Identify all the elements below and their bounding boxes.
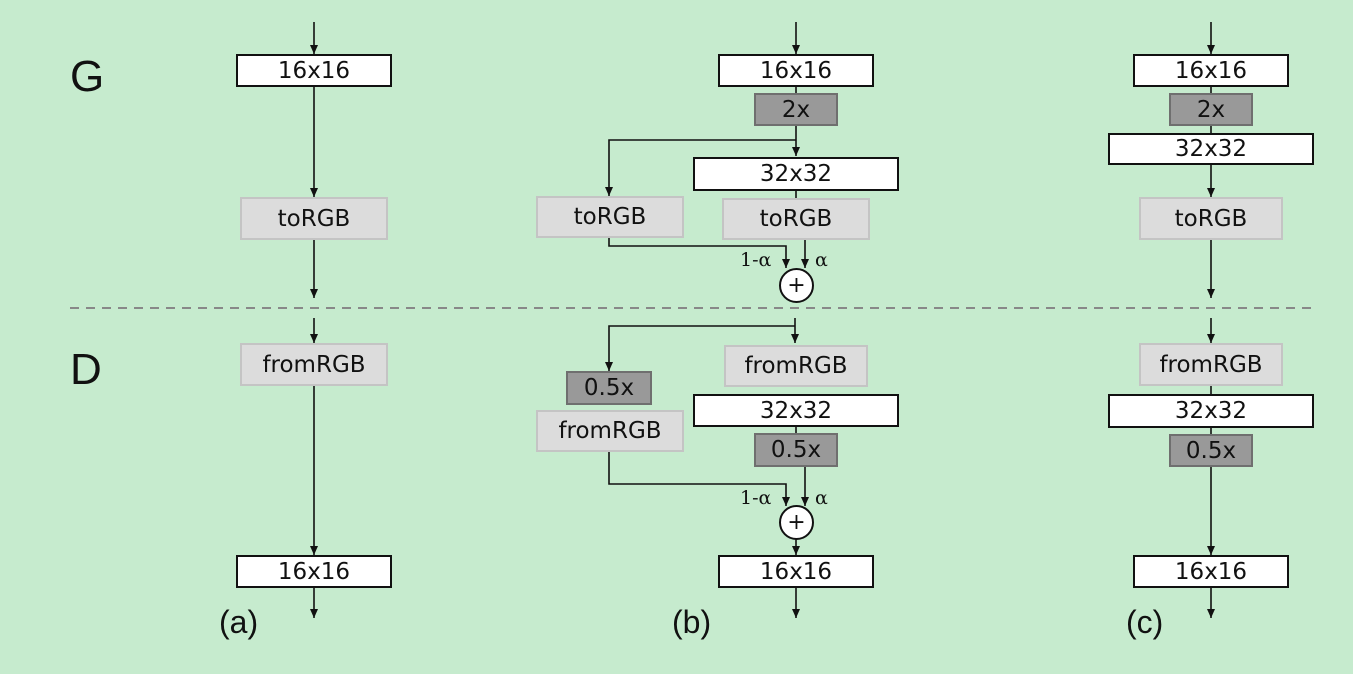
b-d-old-fromrgb-block: fromRGB <box>536 410 684 452</box>
caption-c: (c) <box>1126 604 1164 640</box>
b-g-16x16-block: 16x16 <box>718 54 874 87</box>
b-g-skip-branch <box>605 139 796 196</box>
b-d-skip-branch <box>605 325 795 371</box>
b-d-old-fromrgb-to-add <box>608 452 790 506</box>
c-d-16x16-block: 16x16 <box>1133 555 1289 588</box>
b-g-32x32-block: 32x32 <box>693 157 899 191</box>
b-d-16x16-block: 16x16 <box>718 555 874 588</box>
a-g-16x16-block: 16x16 <box>236 54 392 87</box>
b-d-new-fromrgb-block: fromRGB <box>724 345 868 387</box>
discriminator-label: D <box>70 345 102 394</box>
b-d-new-weight-label: α <box>815 487 828 509</box>
c-g-upsample-block: 2x <box>1169 93 1253 126</box>
c-d-32x32-block: 32x32 <box>1108 394 1314 428</box>
b-g-old-torgb-block: toRGB <box>536 196 684 238</box>
b-g-add-operator: + <box>779 268 814 303</box>
a-d-fromrgb-block: fromRGB <box>240 343 388 386</box>
b-d-skip-downsample-block: 0.5x <box>566 371 652 405</box>
b-g-upsample-block: 2x <box>754 93 838 126</box>
caption-b: (b) <box>672 604 712 640</box>
b-d-32x32-block: 32x32 <box>693 394 899 427</box>
a-d-16x16-block: 16x16 <box>236 555 392 588</box>
b-d-downsample-block: 0.5x <box>754 433 838 467</box>
c-g-32x32-block: 32x32 <box>1108 133 1314 165</box>
b-d-add-operator: + <box>779 505 814 540</box>
generator-label: G <box>70 52 105 101</box>
c-g-torgb-block: toRGB <box>1139 197 1283 240</box>
c-d-fromrgb-block: fromRGB <box>1139 343 1283 386</box>
b-g-old-weight-label: 1-α <box>740 249 772 271</box>
c-g-16x16-block: 16x16 <box>1133 54 1289 87</box>
b-g-old-torgb-to-add <box>608 238 790 268</box>
caption-a: (a) <box>219 604 259 640</box>
b-d-old-weight-label: 1-α <box>740 487 772 509</box>
c-d-downsample-block: 0.5x <box>1169 434 1253 467</box>
a-g-torgb-block: toRGB <box>240 197 388 240</box>
b-g-new-weight-label: α <box>815 249 828 271</box>
b-g-new-torgb-block: toRGB <box>722 198 870 240</box>
